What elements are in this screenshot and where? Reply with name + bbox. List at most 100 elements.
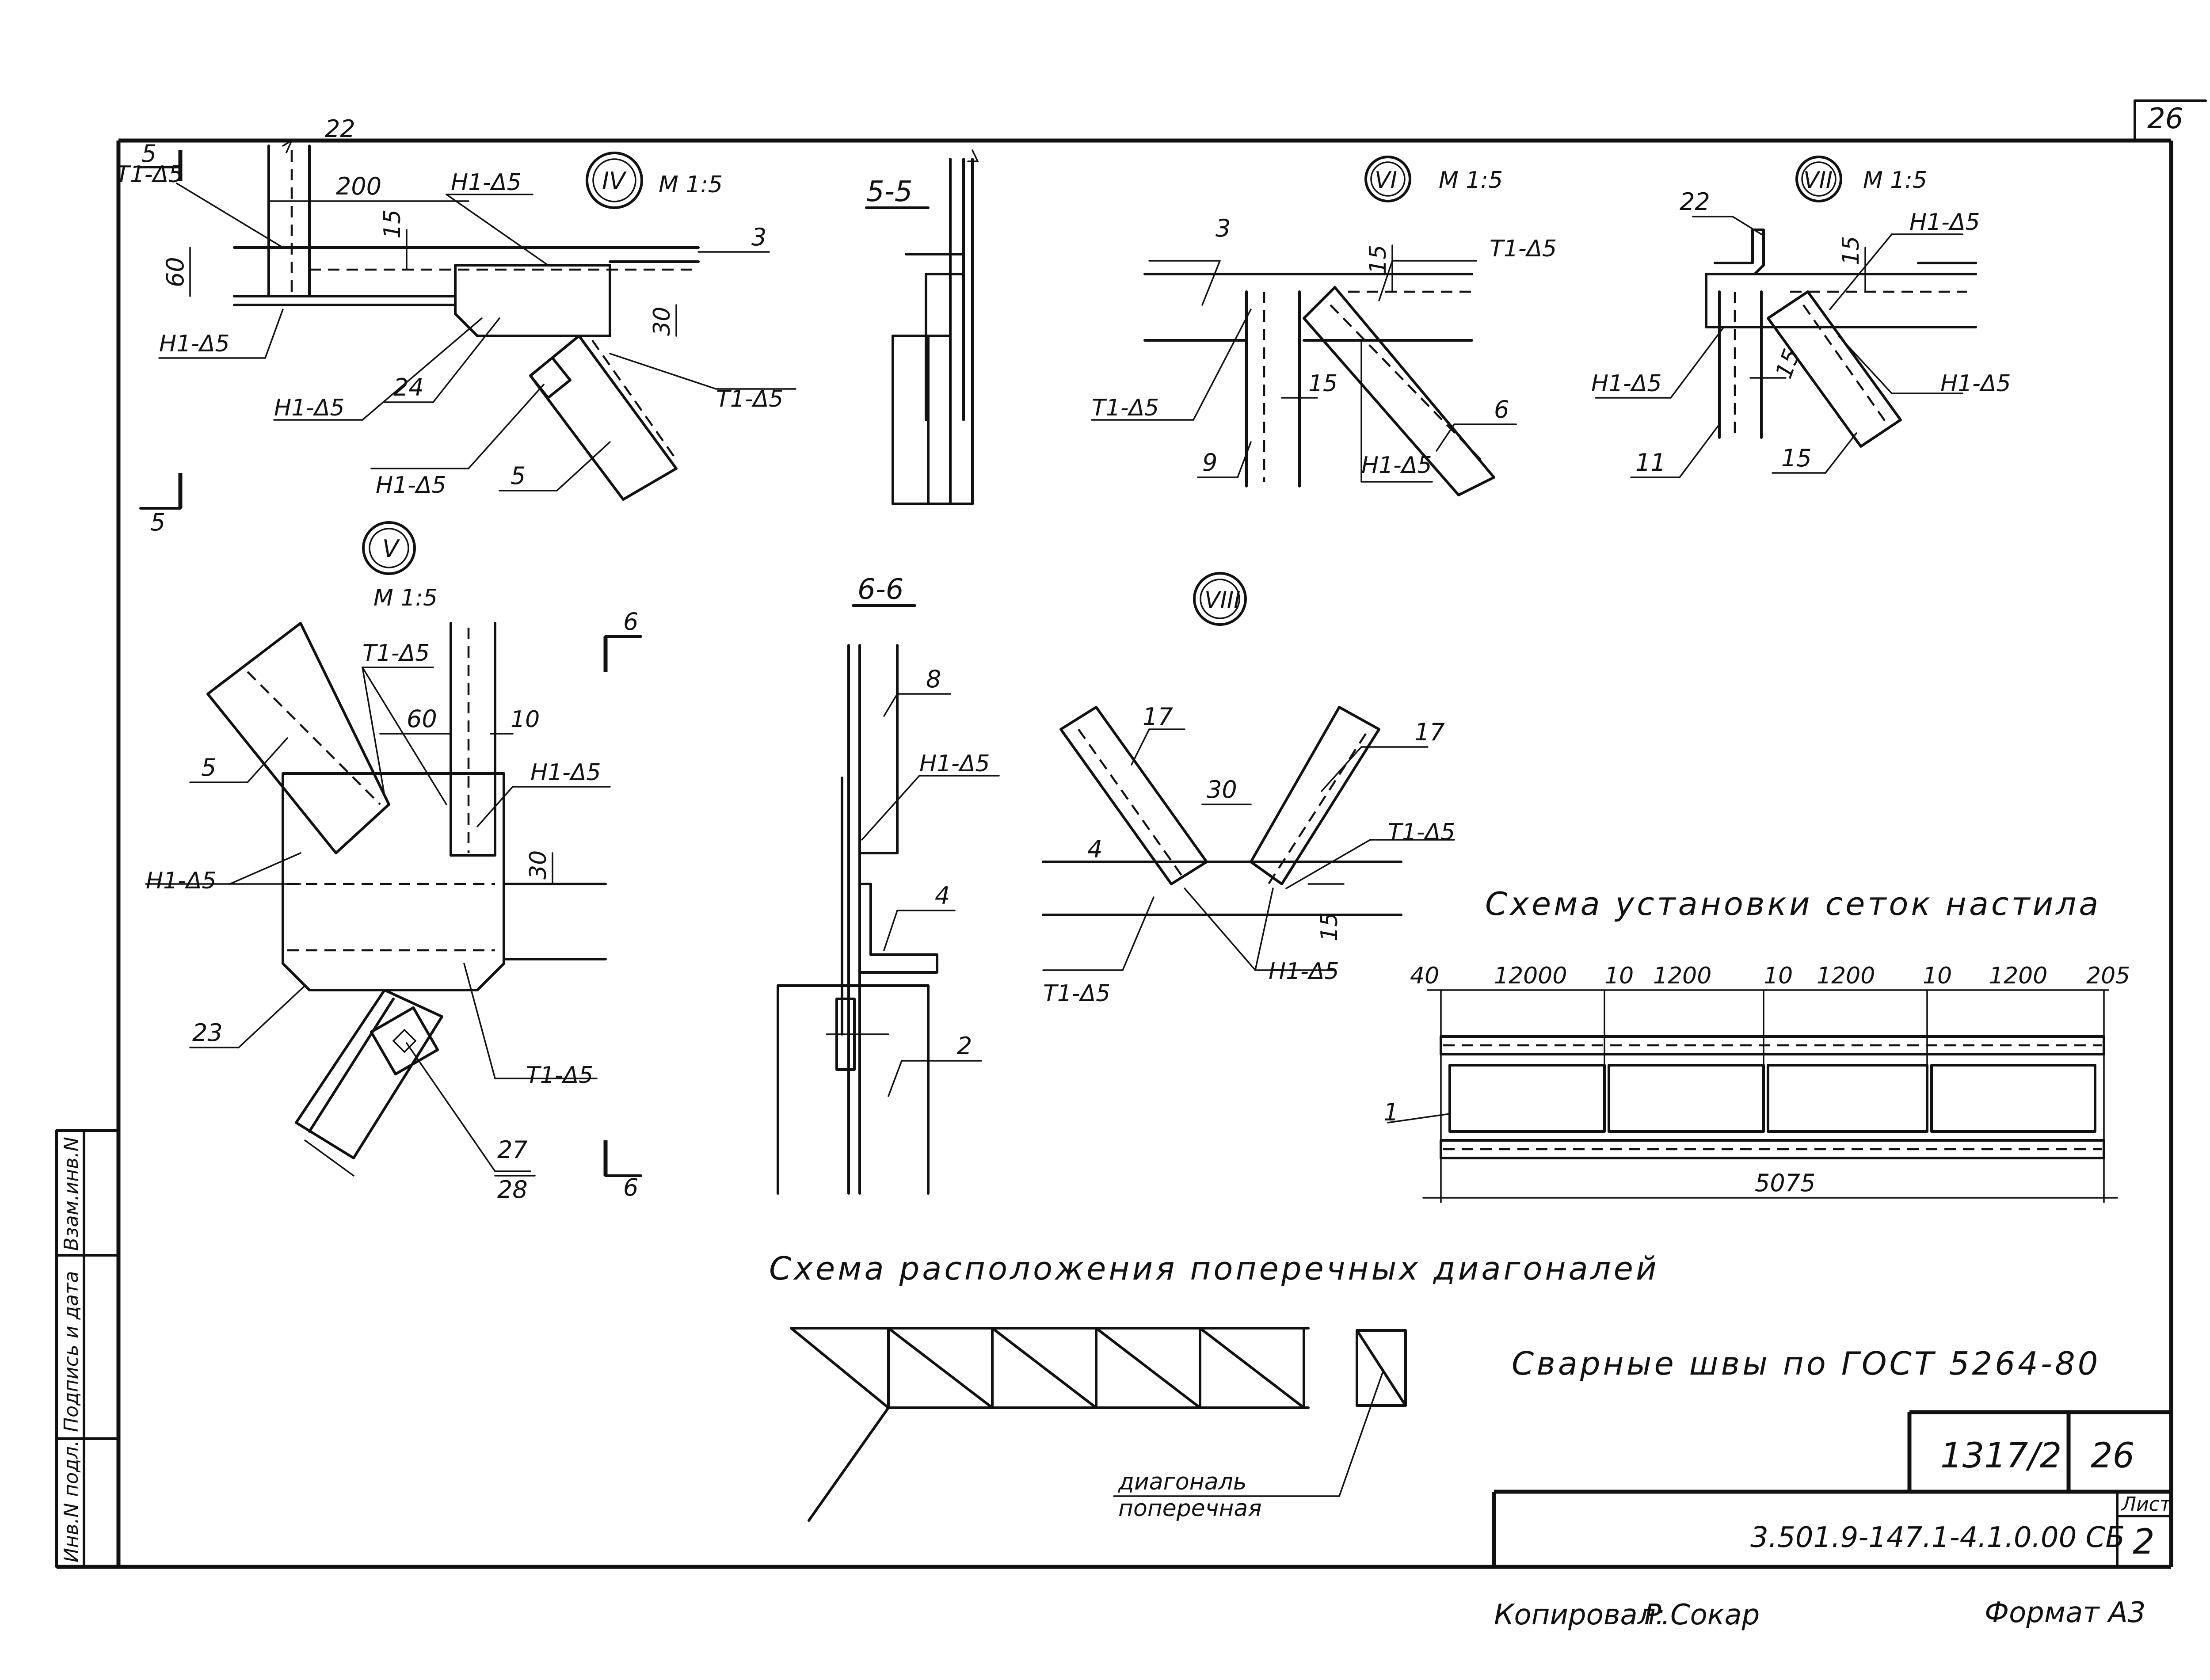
mesh-dim-8: 205 bbox=[2086, 963, 2130, 989]
stamp-vzam: Взам.инв.N bbox=[60, 1137, 83, 1251]
v-part-27: 27 bbox=[497, 1136, 528, 1164]
s66-part-8: 8 bbox=[926, 665, 941, 693]
stamp-inv-podl: Инв.N подл. bbox=[60, 1440, 83, 1562]
stamp-podpis: Подпись и дата bbox=[60, 1271, 83, 1432]
v-dim-10: 10 bbox=[511, 706, 540, 733]
section-6-6: 6-6 8 Н1-Δ5 4 2 bbox=[777, 573, 1000, 1195]
mesh-scheme: Схема установки сеток настила 40 12000 1… bbox=[1383, 885, 2130, 1203]
tb-doc: 3.501.9-147.1-4.1.0.00 СБ bbox=[1750, 1521, 2125, 1554]
iv-part-22: 22 bbox=[325, 115, 355, 143]
vii-part-15: 15 bbox=[1781, 444, 1812, 472]
vi-marker: VI bbox=[1375, 167, 1397, 194]
footer-copied: Копировал: bbox=[1494, 1599, 1665, 1631]
mesh-dim-5: 1200 bbox=[1817, 963, 1875, 989]
mesh-dim-4: 10 bbox=[1764, 963, 1793, 989]
v-dim-60: 60 bbox=[407, 705, 437, 733]
v-part-23: 23 bbox=[192, 1019, 223, 1047]
view-vi: VI М 1:5 15 15 3 Т1-Δ5 Т1-Δ5 9 Н1-Δ5 6 bbox=[1091, 156, 1557, 496]
iv-dim-200: 200 bbox=[336, 172, 381, 200]
viii-dim-15: 15 bbox=[1316, 912, 1343, 941]
tb-list-label: Лист bbox=[2121, 1493, 2172, 1516]
cut5-top: 5 bbox=[141, 140, 156, 168]
v-weld-h1-left: Н1-Δ5 bbox=[146, 868, 217, 894]
title-block: 1317/2 26 3.501.9-147.1-4.1.0.00 СБ Лист… bbox=[1492, 1410, 2172, 1568]
tb-sheet-num: 26 bbox=[2091, 1436, 2134, 1476]
iv-scale: М 1:5 bbox=[659, 171, 723, 198]
mesh-total: 5075 bbox=[1755, 1169, 1815, 1197]
viii-part-17-right: 17 bbox=[1414, 718, 1445, 746]
page-number: 26 bbox=[2147, 103, 2183, 135]
vi-dim-15-top: 15 bbox=[1365, 245, 1391, 274]
v-weld-t1-bottom: Т1-Δ5 bbox=[526, 1062, 593, 1089]
view-viii: VIII 30 15 17 17 4 Т1-Δ5 Т1-Δ5 Н1-Δ5 bbox=[1042, 572, 1455, 1007]
section-5-5: 5-5 bbox=[865, 149, 979, 505]
vii-marker: VII bbox=[1803, 167, 1833, 194]
mesh-dim-2: 10 bbox=[1604, 963, 1634, 989]
vi-scale: М 1:5 bbox=[1439, 167, 1503, 194]
v-weld-h1-right: Н1-Δ5 bbox=[530, 759, 601, 786]
diag-callout-2: поперечная bbox=[1118, 1495, 1262, 1522]
mesh-part-1: 1 bbox=[1383, 1098, 1398, 1126]
viii-part-17-left: 17 bbox=[1143, 703, 1173, 731]
v-dim-30: 30 bbox=[525, 850, 552, 880]
vii-scale: М 1:5 bbox=[1863, 167, 1927, 194]
section-55-title: 5-5 bbox=[866, 175, 913, 208]
vii-part-11: 11 bbox=[1635, 449, 1666, 476]
vi-part-6: 6 bbox=[1494, 396, 1509, 423]
footer-signature: Р.Сокар bbox=[1644, 1599, 1760, 1631]
mesh-dim-1: 12000 bbox=[1494, 963, 1567, 989]
iv-dim-30: 30 bbox=[649, 307, 675, 336]
vi-part-3: 3 bbox=[1216, 214, 1231, 242]
s66-part-2: 2 bbox=[957, 1032, 972, 1060]
iv-weld-h1-bottom: Н1-Δ5 bbox=[376, 472, 446, 499]
iv-weld-h1-left: Н1-Δ5 bbox=[159, 331, 230, 357]
viii-marker: VIII bbox=[1204, 587, 1241, 613]
iv-part-5: 5 bbox=[511, 462, 526, 490]
side-stamp: Инв.N подл. Подпись и дата Взам.инв.N bbox=[55, 1129, 120, 1568]
v-part-5: 5 bbox=[201, 754, 216, 781]
v-weld-t1-top: Т1-Δ5 bbox=[362, 640, 430, 667]
iv-dim-15: 15 bbox=[379, 210, 406, 239]
cut6-top: 6 bbox=[623, 608, 638, 636]
s66-weld-h1: Н1-Δ5 bbox=[919, 750, 990, 777]
vi-weld-h1: Н1-Δ5 bbox=[1361, 452, 1432, 479]
iv-weld-h1-top: Н1-Δ5 bbox=[451, 169, 522, 196]
s66-part-4: 4 bbox=[935, 882, 950, 910]
vii-weld-h1-top: Н1-Δ5 bbox=[1909, 209, 1980, 236]
iv-part-3: 3 bbox=[751, 223, 766, 251]
viii-weld-t1-left: Т1-Δ5 bbox=[1043, 980, 1110, 1007]
iv-part-24: 24 bbox=[393, 373, 424, 401]
view-iv: 5 5 200 60 15 30 22 Т1-Δ5 bbox=[116, 115, 796, 536]
vii-weld-h1-right: Н1-Δ5 bbox=[1940, 370, 2011, 397]
mesh-dim-7: 1200 bbox=[1989, 963, 2047, 989]
vii-dim-15-top: 15 bbox=[1838, 236, 1864, 265]
viii-weld-t1-right: Т1-Δ5 bbox=[1388, 819, 1455, 846]
diag-title: Схема расположения поперечных диагоналей bbox=[769, 1250, 1659, 1287]
vii-part-22: 22 bbox=[1680, 188, 1710, 216]
v-scale: М 1:5 bbox=[373, 585, 438, 611]
tb-code: 1317/2 bbox=[1940, 1436, 2061, 1476]
viii-dim-30: 30 bbox=[1207, 776, 1237, 804]
diagonals-scheme: Схема расположения поперечных диагоналей… bbox=[769, 1250, 1659, 1522]
diag-callout-1: диагональ bbox=[1118, 1469, 1247, 1495]
vii-dim-15-mid: 15 bbox=[1771, 346, 1806, 382]
mesh-dim-6: 10 bbox=[1923, 963, 1952, 989]
viii-weld-h1: Н1-Δ5 bbox=[1269, 958, 1339, 985]
iv-weld-t1: Т1-Δ5 bbox=[116, 161, 183, 188]
v-part-28: 28 bbox=[497, 1176, 528, 1204]
vi-weld-t1-top: Т1-Δ5 bbox=[1490, 236, 1557, 262]
v-marker: V bbox=[382, 535, 400, 563]
vii-weld-h1-left: Н1-Δ5 bbox=[1591, 370, 1662, 397]
view-vii: VII М 1:5 15 15 22 Н1-Δ5 Н1-Δ5 Н1-Δ5 11 bbox=[1591, 156, 2011, 478]
mesh-title: Схема установки сеток настила bbox=[1485, 885, 2101, 922]
iv-weld-t1-right: Т1-Δ5 bbox=[716, 386, 783, 412]
mesh-dim-3: 1200 bbox=[1653, 963, 1711, 989]
vi-part-9: 9 bbox=[1202, 449, 1217, 476]
iv-dim-60: 60 bbox=[161, 257, 189, 287]
viii-part-4: 4 bbox=[1087, 835, 1102, 863]
iv-marker: IV bbox=[602, 167, 627, 195]
iv-weld-h1-gusset: Н1-Δ5 bbox=[274, 395, 345, 421]
section-66-title: 6-6 bbox=[857, 573, 904, 606]
